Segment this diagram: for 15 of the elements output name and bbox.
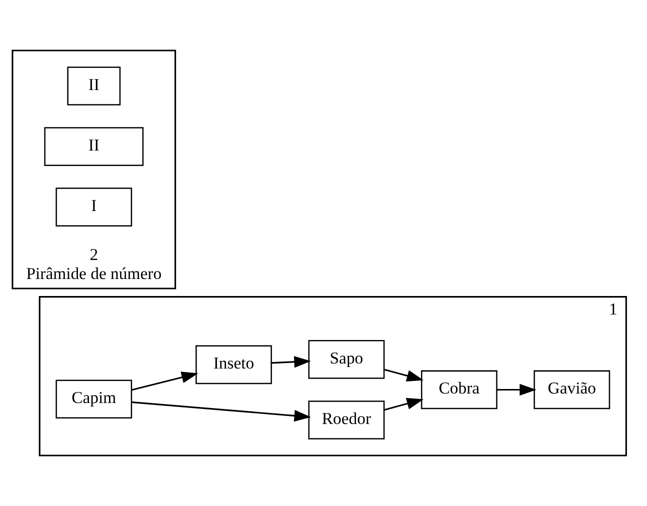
node-box: Capim bbox=[56, 380, 132, 419]
node-box: II bbox=[44, 127, 144, 166]
arrow bbox=[132, 401, 311, 422]
node-box: Cobra bbox=[420, 370, 498, 410]
node-box: Sapo bbox=[308, 340, 385, 379]
node-box: Gavião bbox=[534, 370, 610, 410]
arrow bbox=[384, 368, 424, 382]
arrow bbox=[384, 398, 424, 411]
node-box: II bbox=[67, 66, 121, 106]
node-box: Inseto bbox=[196, 345, 272, 384]
arrow bbox=[271, 356, 311, 368]
node-box: Roedor bbox=[308, 400, 385, 440]
arrow bbox=[496, 384, 536, 396]
node-box: I bbox=[56, 188, 132, 226]
arrow bbox=[131, 372, 198, 391]
